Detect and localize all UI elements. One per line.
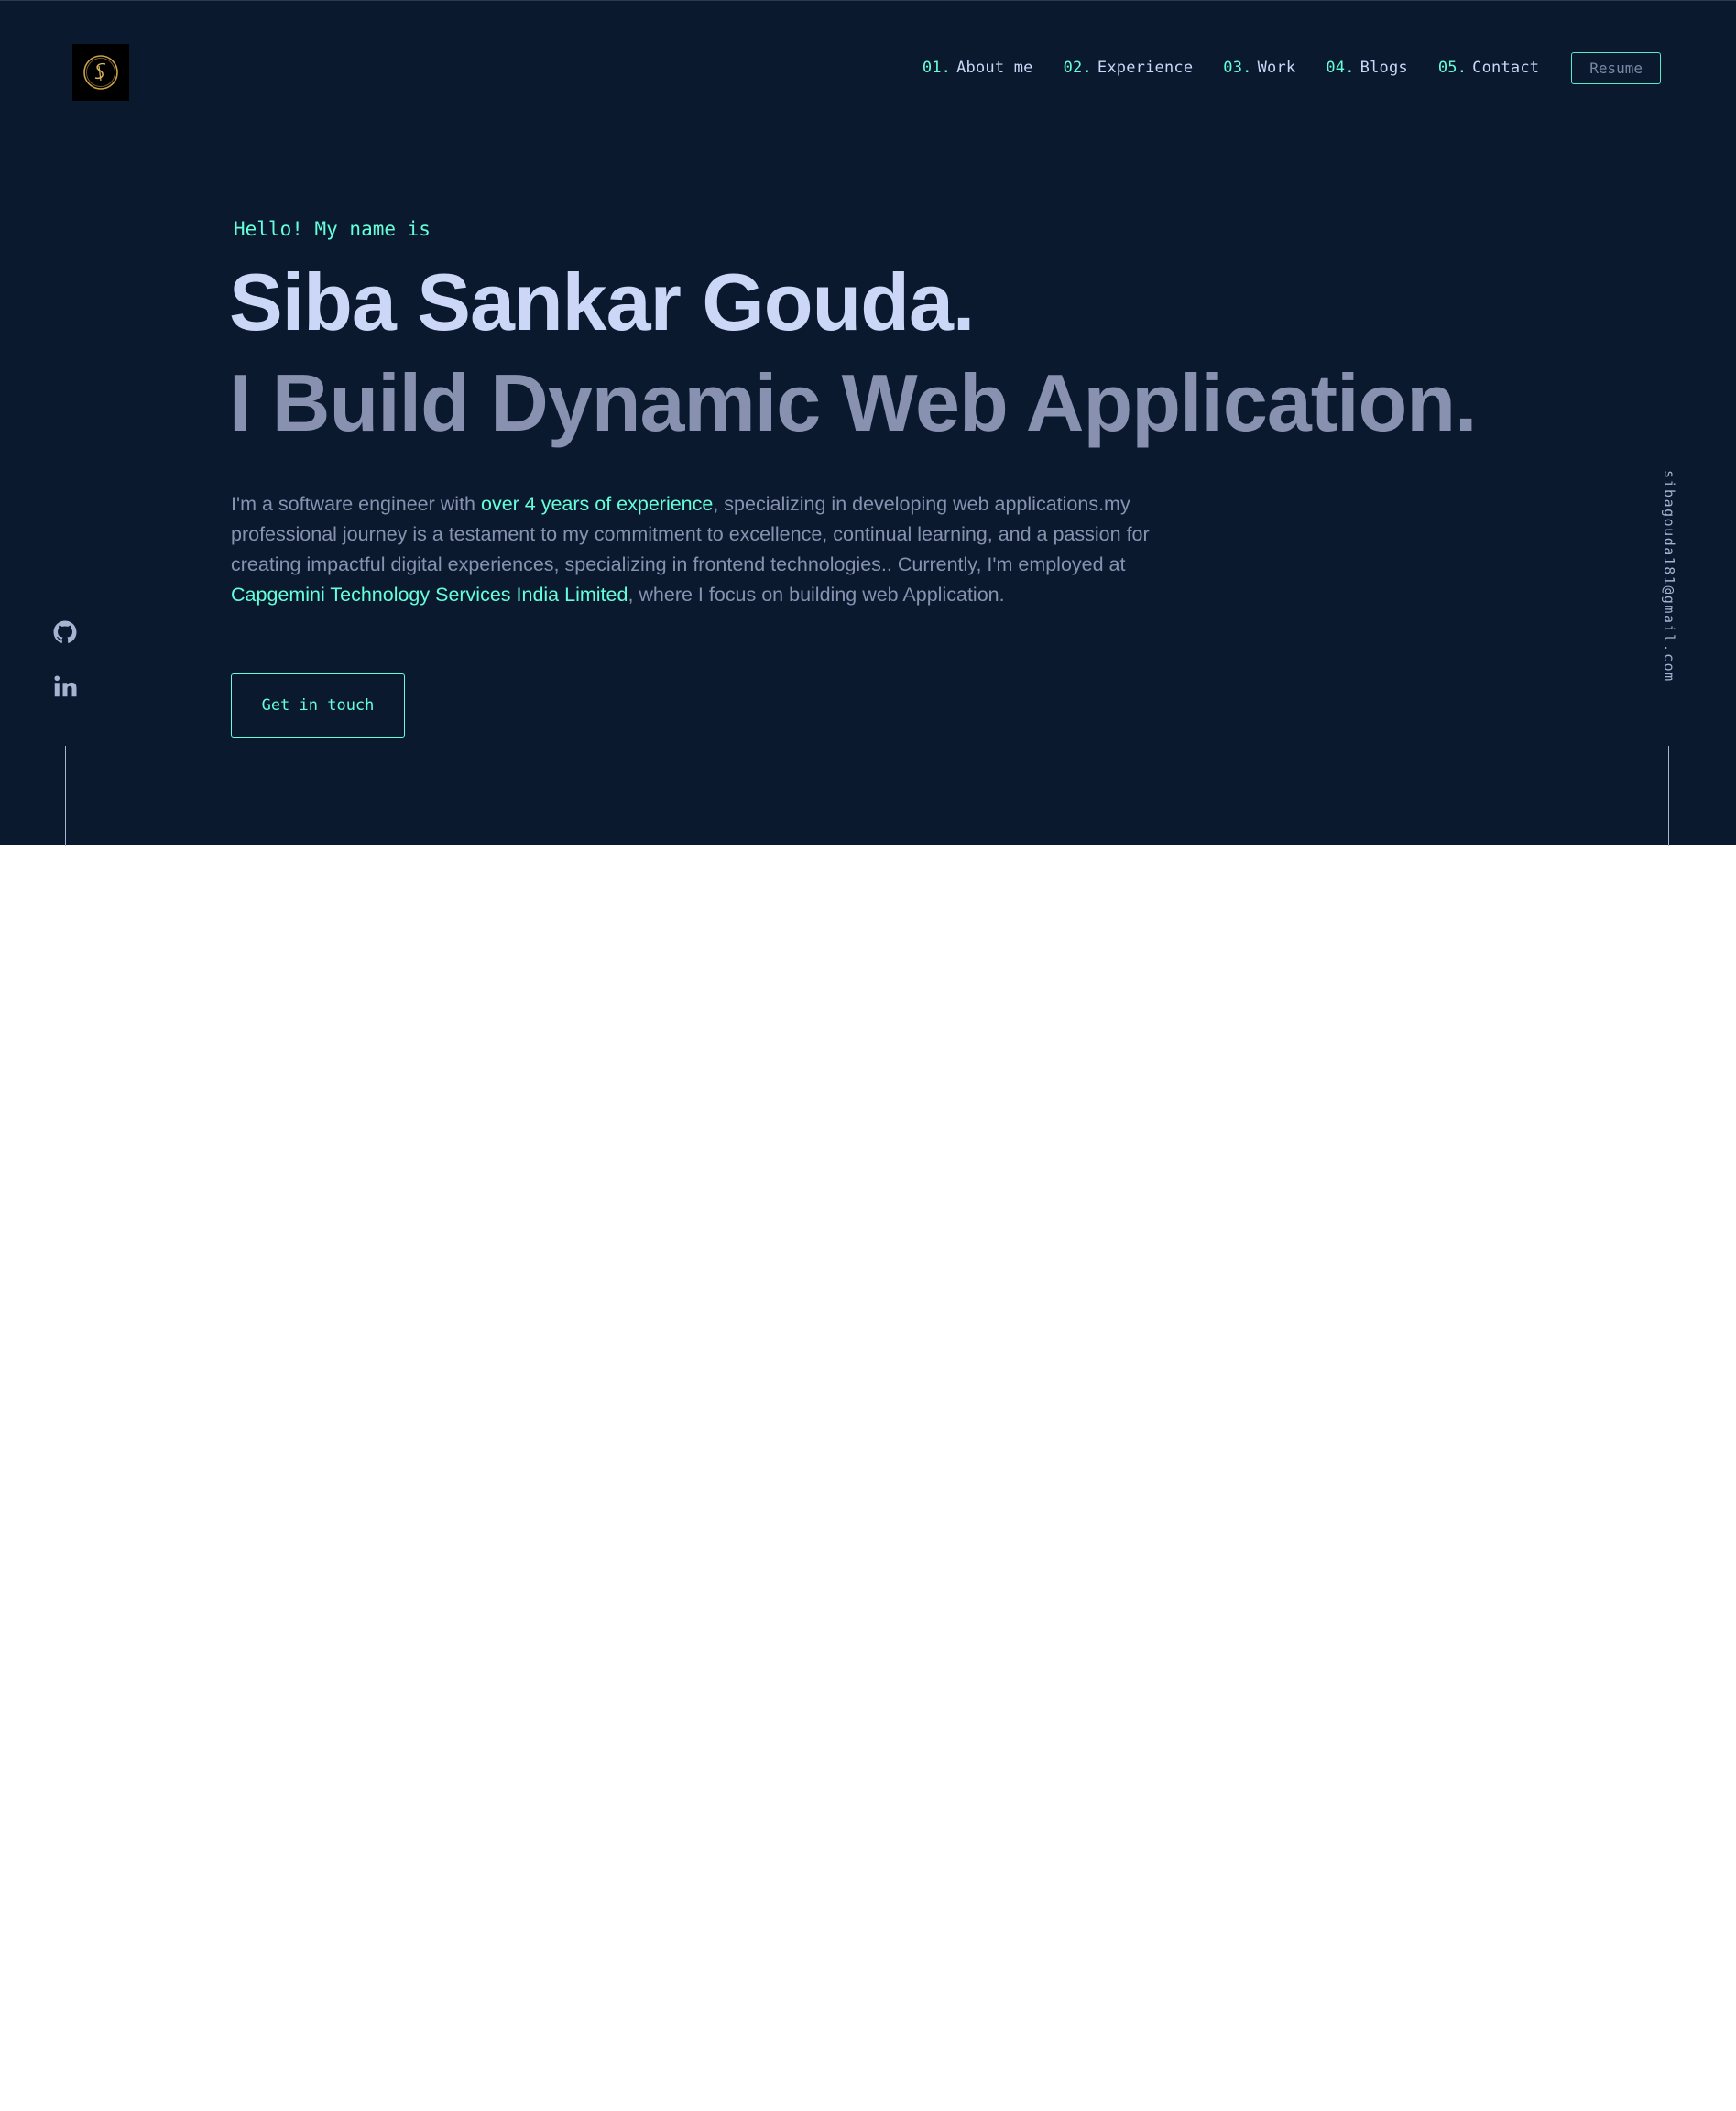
employer-link[interactable]: Capgemini Technology Services India Limi… xyxy=(231,584,628,606)
nav-label: Blogs xyxy=(1359,59,1408,77)
site-logo[interactable] xyxy=(72,44,129,101)
bio-text: , where I focus on building web Applicat… xyxy=(628,584,1005,606)
nav-number: 05. xyxy=(1437,59,1468,77)
hero-name: Siba Sankar Gouda. xyxy=(229,257,975,347)
intro-text: Hello! My name is xyxy=(234,218,431,240)
nav-label: Contact xyxy=(1472,59,1540,77)
linkedin-icon[interactable] xyxy=(51,673,79,700)
signature-logo-icon xyxy=(83,55,118,90)
nav-label: Experience xyxy=(1097,59,1194,77)
bio-text: , specializing in developing web applica… xyxy=(231,493,1150,575)
get-in-touch-button[interactable]: Get in touch xyxy=(231,673,405,738)
nav-label: About me xyxy=(956,59,1033,77)
nav-number: 04. xyxy=(1326,59,1355,77)
nav-label: Work xyxy=(1257,59,1296,77)
email-link[interactable]: sibagouda181@gmail.com xyxy=(1661,470,1677,683)
nav-item-contact[interactable]: 05.Contact xyxy=(1438,59,1539,77)
bio-text: I'm a software engineer with xyxy=(231,493,481,515)
nav-item-experience[interactable]: 02. Experience xyxy=(1064,59,1194,77)
nav-item-about[interactable]: 01.About me xyxy=(923,59,1033,77)
github-icon[interactable] xyxy=(51,618,79,646)
right-vertical-line xyxy=(1668,746,1669,846)
nav-item-work[interactable]: 03. Work xyxy=(1223,59,1295,77)
hero-tagline: I Build Dynamic Web Application. xyxy=(229,357,1477,448)
nav-number: 03. xyxy=(1223,59,1252,77)
experience-highlight: over 4 years of experience xyxy=(480,493,714,515)
nav-item-blogs[interactable]: 04.Blogs xyxy=(1326,59,1408,77)
resume-button[interactable]: Resume xyxy=(1571,51,1661,84)
nav-number: 02. xyxy=(1063,59,1092,77)
hero-bio: I'm a software engineer with over 4 year… xyxy=(231,489,1156,610)
left-vertical-line xyxy=(65,746,66,846)
main-nav: 01.About me 02. Experience 03. Work 04.Blo… xyxy=(923,51,1661,84)
hero-section: 01.About me 02. Experience 03. Work 04.Blo… xyxy=(0,0,1736,846)
nav-number: 01. xyxy=(922,59,952,77)
